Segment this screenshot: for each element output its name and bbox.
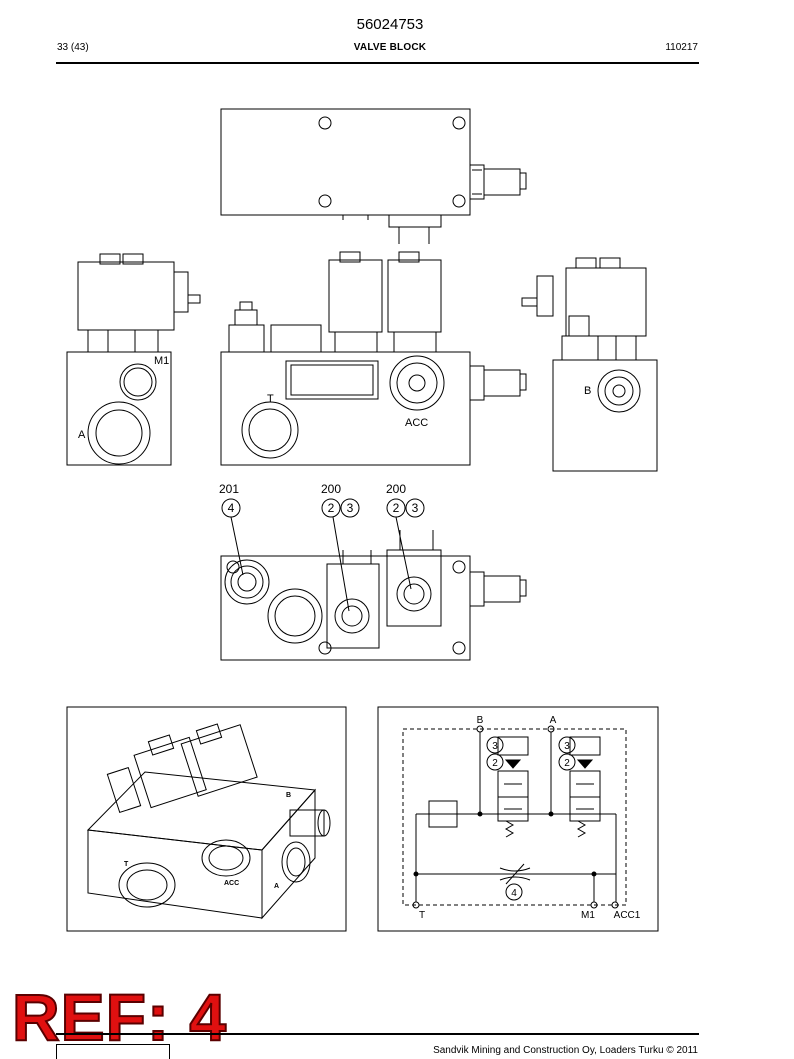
callout-number: 200 bbox=[386, 482, 406, 496]
document-date: 110217 bbox=[665, 42, 698, 53]
sandvik-logo bbox=[56, 1044, 170, 1059]
hydraulic-schematic bbox=[377, 706, 659, 932]
schematic-item: 3 bbox=[564, 741, 570, 752]
label-acc: ACC bbox=[405, 417, 428, 429]
footer-rule bbox=[56, 1033, 699, 1035]
iso-label-acc: ACC bbox=[224, 880, 239, 887]
document-number: 56024753 bbox=[356, 16, 424, 33]
iso-label-t: T bbox=[124, 861, 129, 868]
iso-label-a: A bbox=[274, 883, 279, 890]
schematic-item: 2 bbox=[564, 758, 570, 769]
callout-item: 3 bbox=[412, 501, 419, 515]
callout-number: 200 bbox=[321, 482, 341, 496]
schematic-port-m1: M1 bbox=[581, 910, 595, 921]
label-m1: M1 bbox=[154, 355, 169, 367]
page-count: 33 (43) bbox=[57, 42, 89, 53]
callout-number: 201 bbox=[219, 482, 239, 496]
schematic-item: 2 bbox=[492, 758, 498, 769]
front-view bbox=[220, 251, 527, 466]
label-t: T bbox=[267, 393, 274, 405]
callout-item: 2 bbox=[328, 501, 335, 515]
right-side-view bbox=[521, 257, 658, 472]
ref-stamp: REF: 4 bbox=[11, 980, 228, 1054]
left-side-view bbox=[66, 253, 201, 466]
header-rule bbox=[56, 62, 699, 64]
callout-item: 3 bbox=[347, 501, 354, 515]
top-view bbox=[220, 108, 527, 244]
isometric-view bbox=[66, 706, 347, 932]
callout-item: 4 bbox=[228, 501, 235, 515]
schematic-port-t: T bbox=[419, 910, 425, 921]
bottom-view bbox=[220, 498, 527, 661]
callout-item: 2 bbox=[393, 501, 400, 515]
label-b: B bbox=[584, 385, 591, 397]
schematic-port-b: B bbox=[477, 715, 484, 726]
document-title: VALVE BLOCK bbox=[353, 42, 427, 53]
schematic-port-a: A bbox=[550, 715, 557, 726]
schematic-item: 4 bbox=[511, 888, 517, 899]
schematic-port-acc1: ACC1 bbox=[614, 910, 641, 921]
label-a: A bbox=[78, 429, 86, 441]
schematic-item: 3 bbox=[492, 741, 498, 752]
iso-label-b: B bbox=[286, 792, 291, 799]
footer-copyright: Sandvik Mining and Construction Oy, Load… bbox=[433, 1045, 698, 1056]
